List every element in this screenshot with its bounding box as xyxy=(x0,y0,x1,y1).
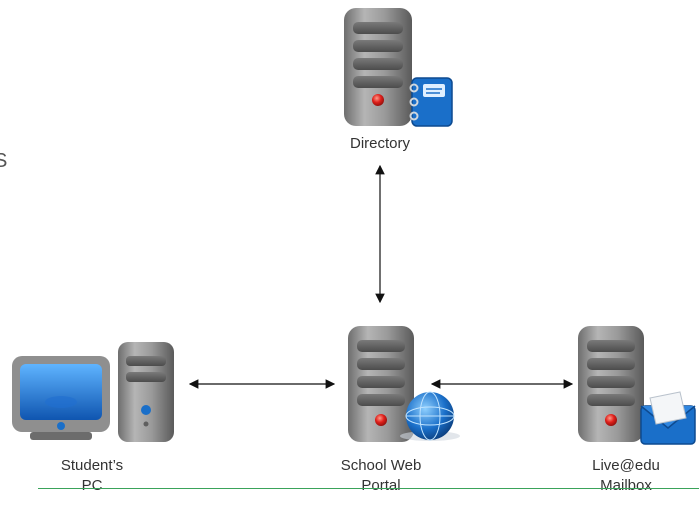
pc-tower-icon xyxy=(118,342,174,442)
portal-label: School Web Portal xyxy=(326,456,436,496)
student-pc-label-line2: PC xyxy=(81,477,103,494)
mailbox-label-line2: Mailbox xyxy=(600,477,652,494)
student-pc-label: Student’s PC xyxy=(42,456,142,496)
mailbox-label: Live@edu Mailbox xyxy=(576,456,676,496)
portal-label-line2: Portal xyxy=(361,477,401,494)
mailbox-label-line1: Live@edu xyxy=(592,457,660,474)
portal-label-line1: School Web xyxy=(340,457,422,474)
bottom-divider xyxy=(38,488,699,489)
student-pc-label-line1: Student’s xyxy=(60,457,124,474)
mailbox-server-icon xyxy=(578,326,644,442)
portal-server-icon xyxy=(348,326,414,442)
directory-label: Directory xyxy=(330,134,430,154)
directory-server-icon xyxy=(344,8,412,126)
address-book-icon xyxy=(409,77,453,127)
globe-icon xyxy=(400,391,460,441)
envelope-icon xyxy=(640,391,696,445)
monitor-icon xyxy=(12,356,110,440)
clipped-edge-text: S xyxy=(0,150,8,172)
directory-label-text: Directory xyxy=(349,135,410,152)
